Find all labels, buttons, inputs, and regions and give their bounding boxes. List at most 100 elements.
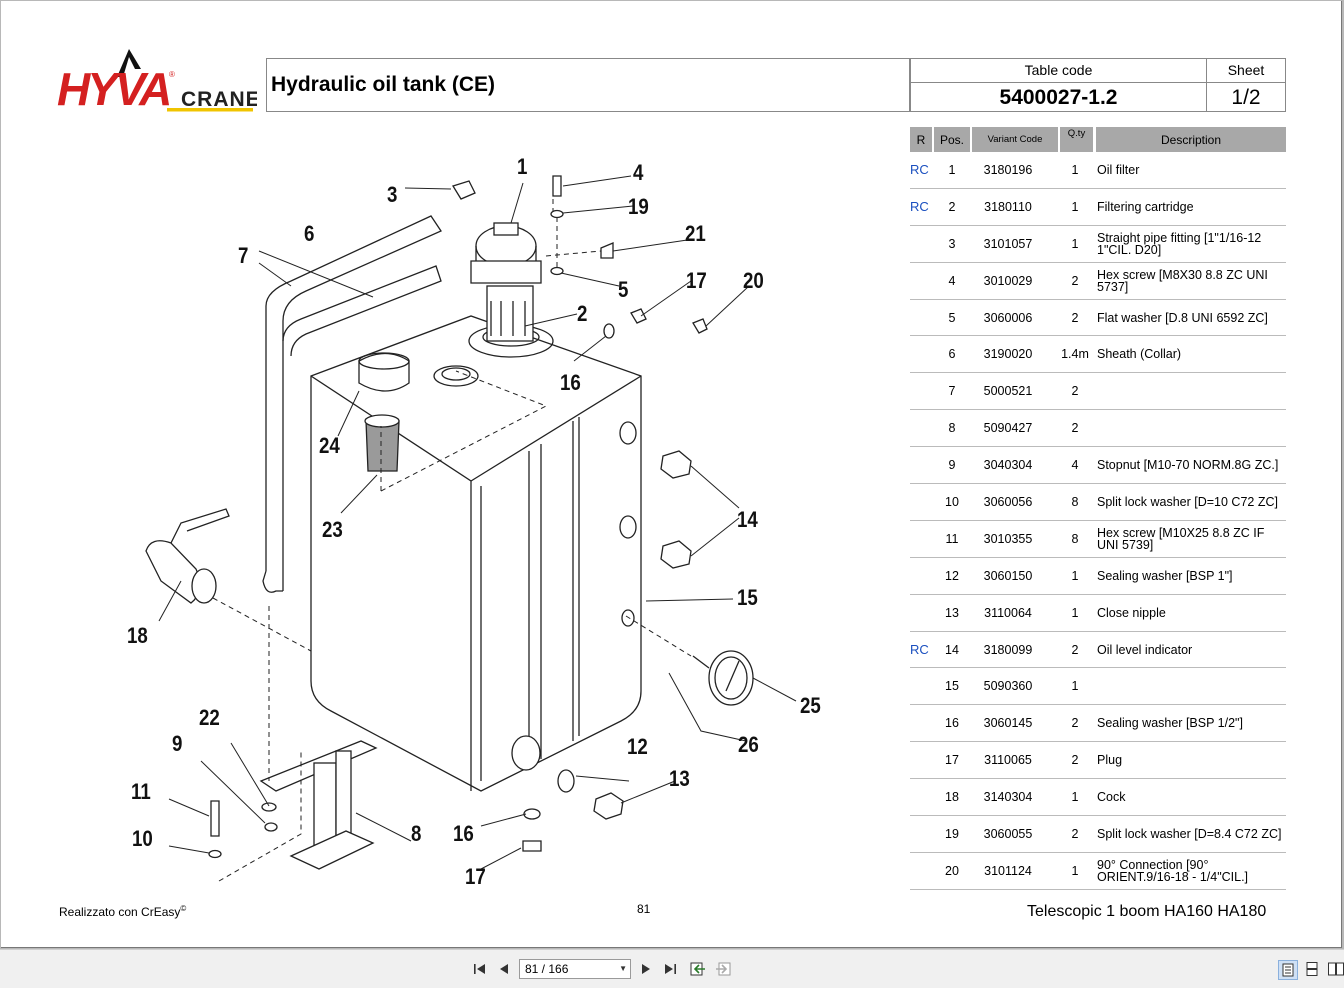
variant-code-cell: 3180196: [983, 162, 1033, 177]
callout-9: 9: [172, 731, 183, 756]
variant-code-cell: 3140304: [983, 790, 1033, 805]
description-cell: Filtering cartridge: [1097, 199, 1194, 214]
next-view-icon[interactable]: [714, 960, 732, 978]
prev-page-icon[interactable]: [495, 960, 513, 978]
callout-14: 14: [737, 507, 758, 532]
pos-cell: 2: [948, 199, 956, 214]
callout-2: 2: [577, 301, 588, 326]
last-page-icon[interactable]: [661, 960, 679, 978]
callout-17: 17: [465, 864, 486, 889]
qty-cell: 8: [1071, 531, 1079, 546]
pos-cell: 6: [948, 347, 956, 362]
variant-code-cell: 3180110: [984, 199, 1032, 214]
svg-text:®: ®: [169, 70, 175, 79]
rc-badge: [910, 779, 932, 815]
rc-badge: [910, 742, 932, 778]
qty-cell: 2: [1071, 273, 1079, 288]
variant-code-cell: 3101057: [983, 236, 1033, 251]
col-variant-code: Variant Code: [972, 127, 1058, 152]
callout-7: 7: [238, 243, 249, 268]
sheet-box: Sheet 1/2: [1206, 58, 1286, 112]
callout-5: 5: [618, 277, 629, 302]
prev-view-icon[interactable]: [689, 960, 707, 978]
pos-cell: 16: [945, 716, 959, 731]
variant-code-cell: 5090360: [983, 679, 1033, 694]
description-cell: Sheath (Collar): [1097, 347, 1182, 362]
qty-cell: 1: [1071, 162, 1079, 177]
callout-19: 19: [628, 194, 649, 219]
callout-6: 6: [304, 221, 315, 246]
qty-cell: 2: [1071, 384, 1079, 399]
callout-4: 4: [633, 160, 644, 185]
rc-badge: [910, 373, 932, 409]
pos-cell: 15: [945, 679, 959, 694]
variant-code-cell: 3110065: [984, 753, 1032, 768]
page-number-input[interactable]: 81 / 166▼: [519, 959, 631, 979]
description-cell: 90° Connection [90° ORIENT.9/16-18 - 1/4…: [1097, 857, 1249, 884]
page-title: Hydraulic oil tank (CE): [271, 73, 496, 96]
callout-18: 18: [127, 623, 148, 648]
callout-15: 15: [737, 585, 758, 610]
pos-cell: 11: [945, 531, 959, 546]
pos-cell: 4: [948, 273, 956, 288]
rc-badge: RC: [910, 162, 929, 178]
continuous-icon[interactable]: [1303, 960, 1321, 978]
callout-3: 3: [387, 182, 398, 207]
description-cell: Plug: [1097, 753, 1123, 768]
pos-cell: 3: [948, 236, 956, 251]
single-page-icon[interactable]: [1278, 960, 1298, 980]
col-qty: Q.ty: [1060, 127, 1093, 152]
rc-badge: [910, 484, 932, 520]
pos-cell: 9: [948, 458, 956, 473]
rc-badge: [910, 410, 932, 446]
rc-badge: [910, 263, 932, 299]
first-page-icon[interactable]: [471, 960, 489, 978]
callout-26: 26: [738, 732, 759, 757]
description-cell: Oil filter: [1097, 162, 1140, 177]
variant-code-cell: 3010355: [983, 531, 1033, 546]
description-cell: Oil level indicator: [1097, 642, 1193, 657]
callout-13: 13: [669, 766, 690, 791]
callout-8: 8: [411, 821, 422, 846]
facing-icon[interactable]: [1327, 960, 1344, 978]
callout-1: 1: [517, 154, 528, 179]
qty-cell: 2: [1071, 826, 1079, 841]
qty-cell: 1: [1071, 790, 1079, 805]
document-page: HYVA ® CRANE Hydraulic oil tank (CE) Tab…: [1, 1, 1342, 948]
qty-cell: 1.4m: [1061, 347, 1089, 362]
variant-code-cell: 3060055: [983, 826, 1033, 841]
sheet-value: 1/2: [1231, 86, 1261, 109]
description-cell: Hex screw [M8X30 8.8 ZC UNI 5737]: [1097, 267, 1268, 294]
pos-cell: 10: [945, 494, 959, 509]
description-cell: Hex screw [M10X25 8.8 ZC IF UNI 5739]: [1097, 525, 1265, 552]
next-page-icon[interactable]: [637, 960, 655, 978]
chevron-down-icon[interactable]: ▼: [619, 964, 627, 973]
description-cell: Stopnut [M10-70 NORM.8G ZC.]: [1097, 458, 1279, 473]
rc-badge: [910, 668, 932, 704]
description-cell: Cock: [1097, 790, 1126, 805]
hyva-crane-logo: HYVA ® CRANE: [57, 49, 257, 115]
pos-cell: 7: [948, 384, 956, 399]
footer-model: Telescopic 1 boom HA160 HA180: [1027, 903, 1267, 920]
qty-cell: 2: [1071, 642, 1079, 657]
qty-cell: 1: [1071, 863, 1079, 878]
variant-code-cell: 3060150: [983, 568, 1033, 583]
viewer-toolbar: 81 / 166▼: [0, 949, 1344, 988]
pos-cell: 19: [945, 826, 959, 841]
callout-16: 16: [560, 370, 581, 395]
variant-code-cell: 3060006: [983, 310, 1033, 325]
rc-badge: [910, 705, 932, 741]
